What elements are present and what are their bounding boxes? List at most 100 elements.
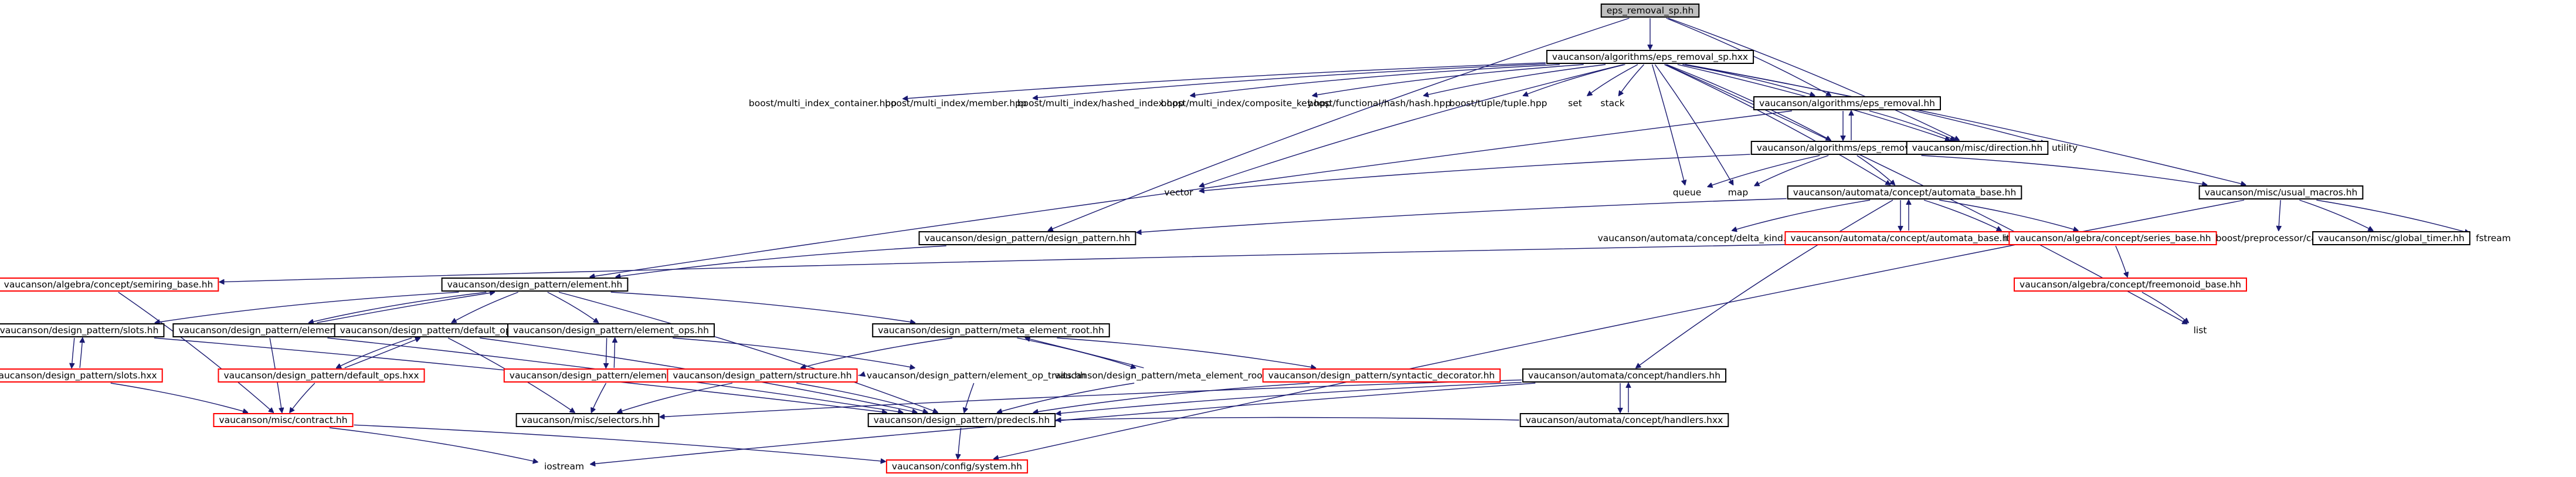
dependency-edge	[1732, 199, 1871, 231]
node-label: vaucanson/automata/concept/automata_base…	[1790, 233, 2018, 244]
node-label: vaucanson/misc/direction.hh	[1912, 143, 2043, 153]
graph-node[interactable]: vaucanson/design_pattern/element_ops.hxx	[503, 368, 717, 383]
graph-node[interactable]: boost/multi_index/hashed_index.hpp	[1012, 97, 1189, 110]
graph-node[interactable]: queue	[1668, 186, 1707, 199]
graph-node[interactable]: vector	[1159, 186, 1198, 199]
node-layer: eps_removal_sp.hh vaucanson/algorithms/ep…	[0, 4, 2516, 473]
dependency-edge	[796, 383, 928, 412]
dependency-edge	[1939, 199, 2078, 231]
node-label: vaucanson/design_pattern/structure.hh	[673, 370, 851, 381]
node-label: vaucanson/design_pattern/element_ops.hh	[513, 325, 709, 336]
graph-node[interactable]: vaucanson/design_pattern/element_ops.hh	[507, 323, 715, 337]
graph-node[interactable]: boost/tuple/tuple.hpp	[1444, 97, 1553, 110]
node-label: vaucanson/misc/global_timer.hh	[2318, 233, 2465, 244]
graph-node[interactable]: vaucanson/design_pattern/element.hh	[441, 278, 629, 292]
graph-node[interactable]: vaucanson/misc/global_timer.hh	[2312, 231, 2470, 245]
node-label: boost/multi_index/composite_key.hpp	[1161, 98, 1332, 109]
graph-node[interactable]: vaucanson/algorithms/eps_removal.hh	[1753, 96, 1941, 110]
graph-node[interactable]: vaucanson/misc/contract.hh	[213, 413, 354, 427]
graph-node[interactable]: vaucanson/misc/direction.hh	[1906, 141, 2049, 155]
dependency-edge	[337, 337, 412, 368]
graph-node[interactable]: vaucanson/design_pattern/syntactic_decor…	[1262, 368, 1501, 383]
dependency-edge	[2316, 199, 2469, 233]
node-box	[1522, 368, 1727, 383]
dependency-edge	[1636, 199, 1893, 368]
node-label: vaucanson/design_pattern/element.hh	[447, 279, 623, 290]
dependency-edge	[616, 245, 946, 277]
node-label: set	[1568, 98, 1582, 109]
graph-node[interactable]: boost/preprocessor/cat.hpp	[2211, 232, 2346, 245]
node-box	[1600, 4, 1700, 18]
graph-node[interactable]: vaucanson/misc/usual_macros.hh	[2198, 185, 2364, 199]
graph-node[interactable]: vaucanson/design_pattern/design_pattern.…	[918, 231, 1136, 245]
node-label: vaucanson/config/system.hh	[892, 461, 1022, 472]
dependency-edge	[1033, 383, 1310, 412]
node-label: vaucanson/design_pattern/slots.hxx	[0, 370, 157, 381]
graph-node[interactable]: set	[1563, 97, 1587, 110]
graph-node[interactable]: vaucanson/automata/concept/automata_base…	[1784, 231, 2025, 245]
dependency-edge	[614, 338, 615, 368]
graph-node[interactable]: vaucanson/algebra/concept/series_base.hh	[2008, 231, 2217, 245]
node-box	[1262, 368, 1501, 383]
node-label: vaucanson/algorithms/eps_removal.hxx	[1757, 143, 1937, 154]
node-box	[1753, 96, 1941, 110]
graph-node[interactable]: vaucanson/design_pattern/slots.hh	[0, 323, 165, 337]
graph-node[interactable]: map	[1723, 186, 1753, 199]
node-label: vaucanson/automata/concept/handlers.hxx	[1526, 415, 1723, 425]
node-box	[885, 459, 1029, 473]
dependency-edge	[317, 292, 495, 323]
dependency-edge	[72, 337, 75, 368]
node-box	[0, 368, 163, 383]
graph-node[interactable]: vaucanson/design_pattern/predecls.hh	[867, 413, 1056, 427]
dependency-edge	[673, 337, 915, 368]
graph-node[interactable]: list	[2188, 324, 2212, 337]
graph-node[interactable]: vaucanson/design_pattern/default_ops.hxx	[218, 368, 425, 383]
graph-node[interactable]: eps_removal_sp.hh	[1600, 4, 1700, 18]
graph-node[interactable]: vaucanson/design_pattern/element_op_trai…	[861, 369, 1091, 382]
dependency-edge	[1921, 155, 2207, 185]
node-label: boost/multi_index/member.hpp	[885, 98, 1027, 109]
graph-node[interactable]: fstream	[2470, 232, 2516, 245]
node-label: vaucanson/design_pattern/meta_element_ro…	[1054, 370, 1285, 381]
graph-node[interactable]: vaucanson/automata/concept/delta_kind.hh	[1593, 232, 1803, 245]
node-box	[918, 231, 1136, 245]
graph-node[interactable]: vaucanson/automata/concept/handlers.hh	[1522, 368, 1727, 383]
node-label: vector	[1164, 187, 1193, 198]
graph-node[interactable]: vaucanson/automata/concept/automata_base…	[1787, 185, 2022, 199]
graph-node[interactable]: vaucanson/design_pattern/slots.hxx	[0, 368, 163, 383]
node-label: boost/multi_index_container.hpp	[749, 98, 897, 109]
node-label: boost/preprocessor/cat.hpp	[2216, 233, 2341, 243]
graph-node[interactable]: vaucanson/design_pattern/structure.hh	[667, 368, 858, 383]
node-box	[2014, 278, 2247, 292]
node-box	[667, 368, 858, 383]
node-label: boost/tuple/tuple.hpp	[1450, 98, 1547, 109]
graph-node[interactable]: vaucanson/algebra/concept/freemonoid_bas…	[2014, 278, 2247, 292]
graph-node[interactable]: vaucanson/config/system.hh	[885, 459, 1029, 473]
node-box	[218, 368, 425, 383]
graph-node[interactable]: iostream	[539, 460, 589, 473]
graph-node[interactable]: vaucanson/algebra/concept/semiring_base.…	[0, 278, 219, 292]
dependency-edge	[1312, 64, 1584, 96]
graph-node[interactable]: boost/functional/hash/hash.hpp	[1302, 97, 1457, 110]
graph-node[interactable]: stack	[1595, 97, 1630, 110]
node-label: vaucanson/automata/concept/handlers.hh	[1528, 370, 1720, 381]
graph-node[interactable]: vaucanson/algorithms/eps_removal_sp.hxx	[1546, 50, 1754, 64]
node-label: eps_removal_sp.hh	[1607, 5, 1694, 16]
node-label: vaucanson/automata/concept/delta_kind.hh	[1598, 233, 1798, 244]
graph-node[interactable]: boost/multi_index/composite_key.hpp	[1156, 97, 1337, 110]
node-label: vaucanson/algorithms/eps_removal.hh	[1759, 98, 1935, 109]
graph-node[interactable]: vaucanson/design_pattern/meta_element_ro…	[1049, 369, 1291, 382]
graph-node[interactable]: vaucanson/misc/selectors.hh	[515, 413, 660, 427]
graph-node[interactable]: boost/multi_index_container.hpp	[744, 97, 902, 110]
node-label: queue	[1673, 187, 1702, 198]
dependency-edge	[354, 424, 885, 461]
graph-node[interactable]: vaucanson/design_pattern/element.hxx	[172, 323, 365, 337]
dependency-edge	[1056, 382, 1522, 414]
node-label: vaucanson/design_pattern/default_ops.hxx	[223, 370, 419, 381]
graph-node[interactable]: boost/multi_index/member.hpp	[880, 97, 1032, 110]
node-box	[515, 413, 660, 427]
graph-node[interactable]: vaucanson/design_pattern/default_ops.hh	[334, 323, 537, 337]
graph-node[interactable]: utility	[2046, 141, 2083, 154]
graph-node[interactable]: vaucanson/automata/concept/handlers.hxx	[1519, 413, 1729, 427]
graph-node[interactable]: vaucanson/design_pattern/meta_element_ro…	[872, 323, 1110, 337]
